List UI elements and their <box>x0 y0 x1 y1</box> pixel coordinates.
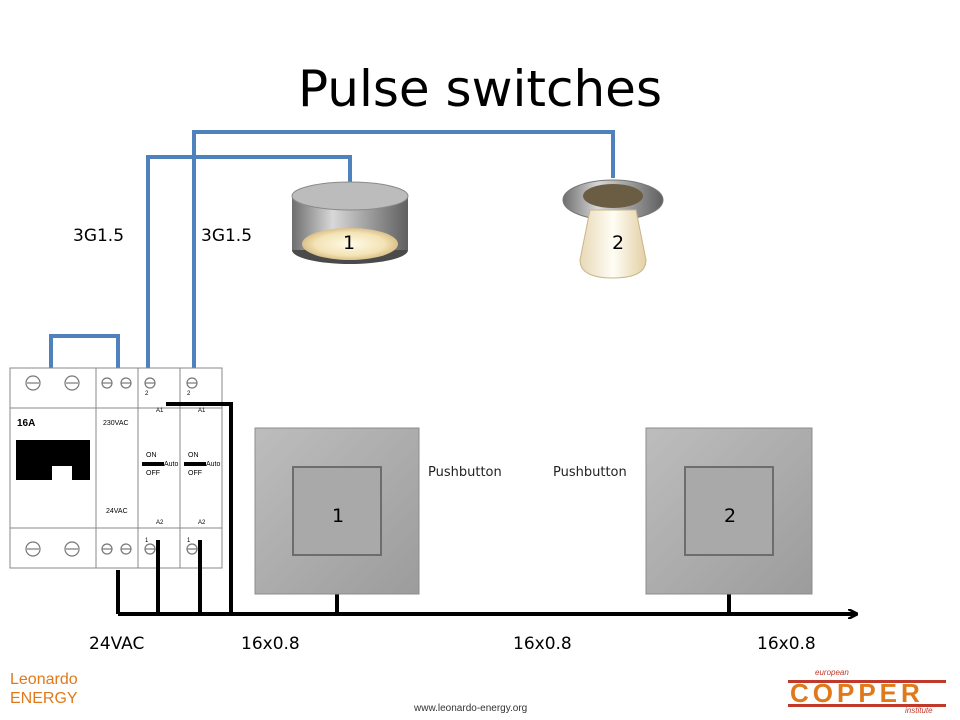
relay1-terminal-a2: A2 <box>156 520 164 526</box>
relay2-slider <box>184 462 206 466</box>
breaker-handle <box>16 440 90 480</box>
copper-logo-word: COPPER <box>790 678 924 708</box>
pushbutton-2-drawing <box>645 427 813 595</box>
panel-voltage-230: 230VAC <box>103 420 129 427</box>
relay1-on: ON <box>146 452 157 459</box>
terminal-screws-top <box>25 375 198 391</box>
lamp-2-number: 2 <box>612 232 625 254</box>
pushbutton-1-number: 1 <box>332 505 345 527</box>
pushbutton-1-drawing <box>254 427 420 595</box>
relay1-terminal-1: 1 <box>145 538 149 544</box>
relay2-terminal-a2: A2 <box>198 520 206 526</box>
cable-label-bus-2: 16x0.8 <box>513 634 572 654</box>
brand-line-2: ENERGY <box>10 690 78 707</box>
wire-a1-loop <box>166 402 233 614</box>
lamp-2-drawing <box>562 179 664 279</box>
cable-label-lamp1: 3G1.5 <box>73 226 125 246</box>
pushbutton-2-number: 2 <box>724 505 737 527</box>
cable-label-bus-3: 16x0.8 <box>757 634 816 654</box>
panel-voltage-24: 24VAC <box>106 508 128 515</box>
brand-line-1: Leonardo <box>10 671 78 688</box>
copper-logo-bottom: institute <box>905 706 933 715</box>
wire-lamp1 <box>146 155 352 378</box>
wire-panel-bridge <box>49 334 120 372</box>
breaker-rating: 16A <box>17 418 36 429</box>
relay1-terminal-a1: A1 <box>156 408 164 414</box>
pushbutton-1-label: Pushbutton <box>428 465 502 480</box>
copper-logo-top: european <box>815 668 849 677</box>
relay1-slider <box>142 462 164 466</box>
lamp-1-number: 1 <box>343 232 356 254</box>
relay2-off: OFF <box>188 470 202 477</box>
relay2-on: ON <box>188 452 199 459</box>
terminal-screws-bottom <box>25 541 198 557</box>
copper-logo-graphic <box>788 680 946 707</box>
relay2-terminal-1: 1 <box>187 538 191 544</box>
pushbutton-2-label: Pushbutton <box>553 465 627 480</box>
black-wires <box>116 402 856 614</box>
cable-label-bus-1: 16x0.8 <box>241 634 300 654</box>
control-panel <box>9 367 223 569</box>
lamp-1-drawing <box>291 181 409 264</box>
relay2-terminal-a1: A1 <box>198 408 206 414</box>
relay1-off: OFF <box>146 470 160 477</box>
cable-label-lamp2: 3G1.5 <box>201 226 253 246</box>
wire-lamp2 <box>192 130 615 378</box>
relay2-terminal-2: 2 <box>187 391 191 397</box>
blue-wires <box>49 130 615 378</box>
footer-url: www.leonardo-energy.org <box>414 703 528 714</box>
relay2-auto: Auto <box>206 461 221 468</box>
relay1-auto: Auto <box>164 461 179 468</box>
relay1-terminal-2: 2 <box>145 391 149 397</box>
page-title: Pulse switches <box>298 60 662 118</box>
cable-label-24vac: 24VAC <box>89 634 145 654</box>
